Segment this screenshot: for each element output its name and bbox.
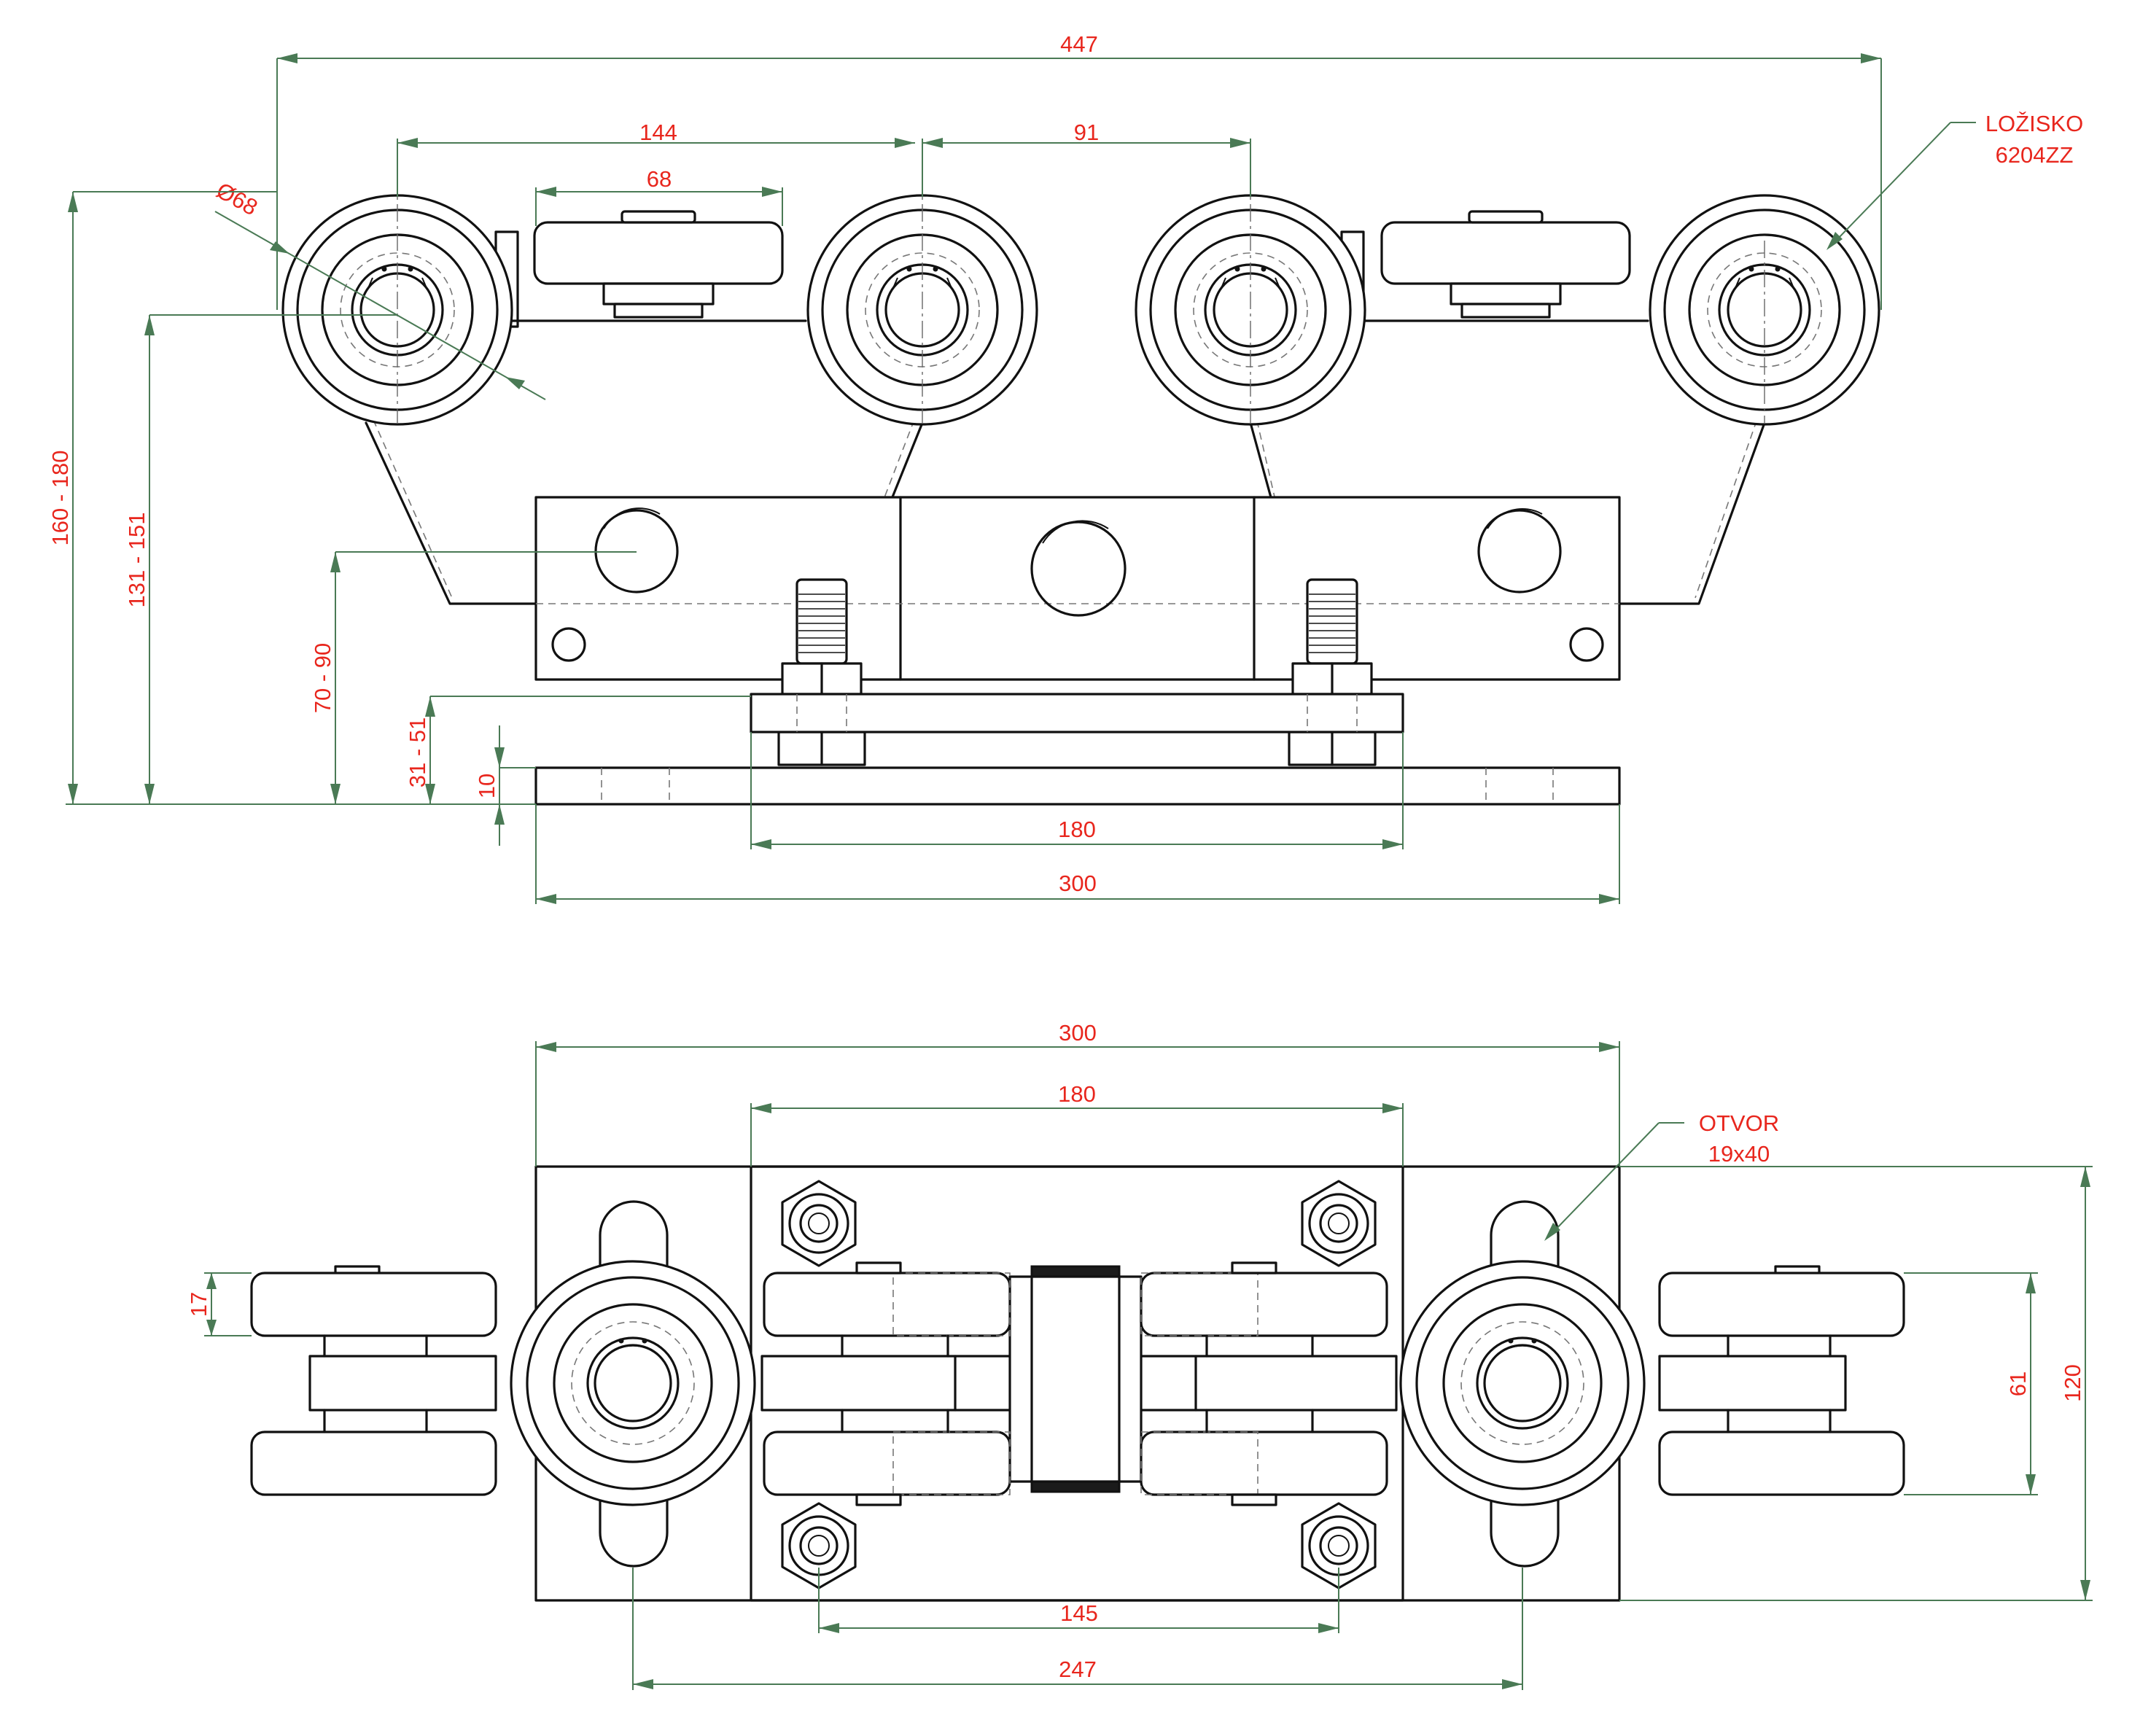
dim-bolt-spacing: 180: [750, 732, 1404, 849]
body-block: [534, 496, 1621, 681]
svg-text:180: 180: [1058, 817, 1096, 842]
dim-body-axle-height: 70 - 90: [310, 552, 341, 804]
top-view: 300 180 OTVOR 19x40 17: [186, 1020, 2093, 1690]
dim-guide-roller-width: 68: [535, 166, 783, 226]
bolt-left: [777, 578, 866, 766]
dim-overall-height: 160 - 180: [47, 192, 78, 804]
dim-overall-length: 447: [276, 31, 1882, 310]
callout-hole: OTVOR 19x40: [1544, 1110, 1779, 1241]
svg-text:70 - 90: 70 - 90: [310, 643, 335, 714]
dim-axle-height: 131 - 151: [124, 315, 155, 804]
guide-roller-left: [533, 210, 784, 319]
dim-top-bracket-length: 180: [750, 1081, 1404, 1167]
guide-roller-right: [1380, 210, 1631, 319]
svg-text:61: 61: [2005, 1371, 2031, 1396]
svg-text:19x40: 19x40: [1708, 1141, 1770, 1167]
dim-top-plate-length: 300: [535, 1020, 1620, 1167]
bracket-plate: [750, 693, 1404, 733]
right-arm: [1618, 421, 1766, 605]
dim-bracket-height: 31 - 51: [405, 696, 435, 804]
outer-rollers-right: [1658, 1265, 1905, 1496]
svg-text:144: 144: [639, 120, 677, 145]
left-arm: [365, 421, 537, 605]
svg-text:31 - 51: 31 - 51: [405, 717, 430, 788]
dim-plate-width: 120: [1619, 1166, 2093, 1601]
dim-plate-length: 300: [535, 804, 1620, 904]
svg-text:300: 300: [1059, 1020, 1097, 1046]
svg-text:300: 300: [1059, 871, 1097, 896]
svg-text:6204ZZ: 6204ZZ: [1996, 142, 2074, 168]
svg-text:LOŽISKO: LOŽISKO: [1985, 111, 2083, 136]
dim-roller-thickness: 17: [186, 1272, 252, 1336]
mounting-plate: [534, 766, 1621, 806]
dim-wheel-pitch-a: 144: [397, 120, 915, 197]
bolt-right: [1288, 578, 1377, 766]
dim-roller-span: 61: [1904, 1272, 2038, 1495]
dim-slot-spacing: 247: [632, 1568, 1523, 1690]
svg-text:91: 91: [1074, 120, 1099, 145]
outer-rollers-left: [250, 1265, 497, 1496]
svg-text:247: 247: [1059, 1657, 1097, 1682]
svg-text:131 - 151: 131 - 151: [124, 513, 149, 608]
svg-text:447: 447: [1060, 31, 1098, 57]
svg-text:OTVOR: OTVOR: [1699, 1110, 1779, 1136]
front-view: 447 144 91 68: [47, 31, 2083, 904]
svg-text:10: 10: [474, 774, 499, 798]
callout-bearing: LOŽISKO 6204ZZ: [1826, 111, 2083, 250]
svg-text:68: 68: [647, 166, 672, 192]
svg-text:180: 180: [1058, 1081, 1096, 1107]
dim-wheel-pitch-b: 91: [922, 120, 1251, 197]
svg-text:160 - 180: 160 - 180: [47, 451, 73, 546]
svg-text:120: 120: [2060, 1364, 2085, 1402]
svg-text:17: 17: [186, 1292, 211, 1317]
pin-right: [1477, 509, 1562, 593]
central-link: [760, 1261, 1398, 1506]
svg-text:145: 145: [1060, 1600, 1098, 1626]
top-wheel-right: [1399, 1260, 1646, 1506]
dim-nut-spacing: 145: [818, 1568, 1339, 1633]
pin-center: [1030, 521, 1127, 617]
top-wheel-left: [510, 1260, 756, 1506]
dim-plate-thickness: 10: [474, 725, 505, 846]
